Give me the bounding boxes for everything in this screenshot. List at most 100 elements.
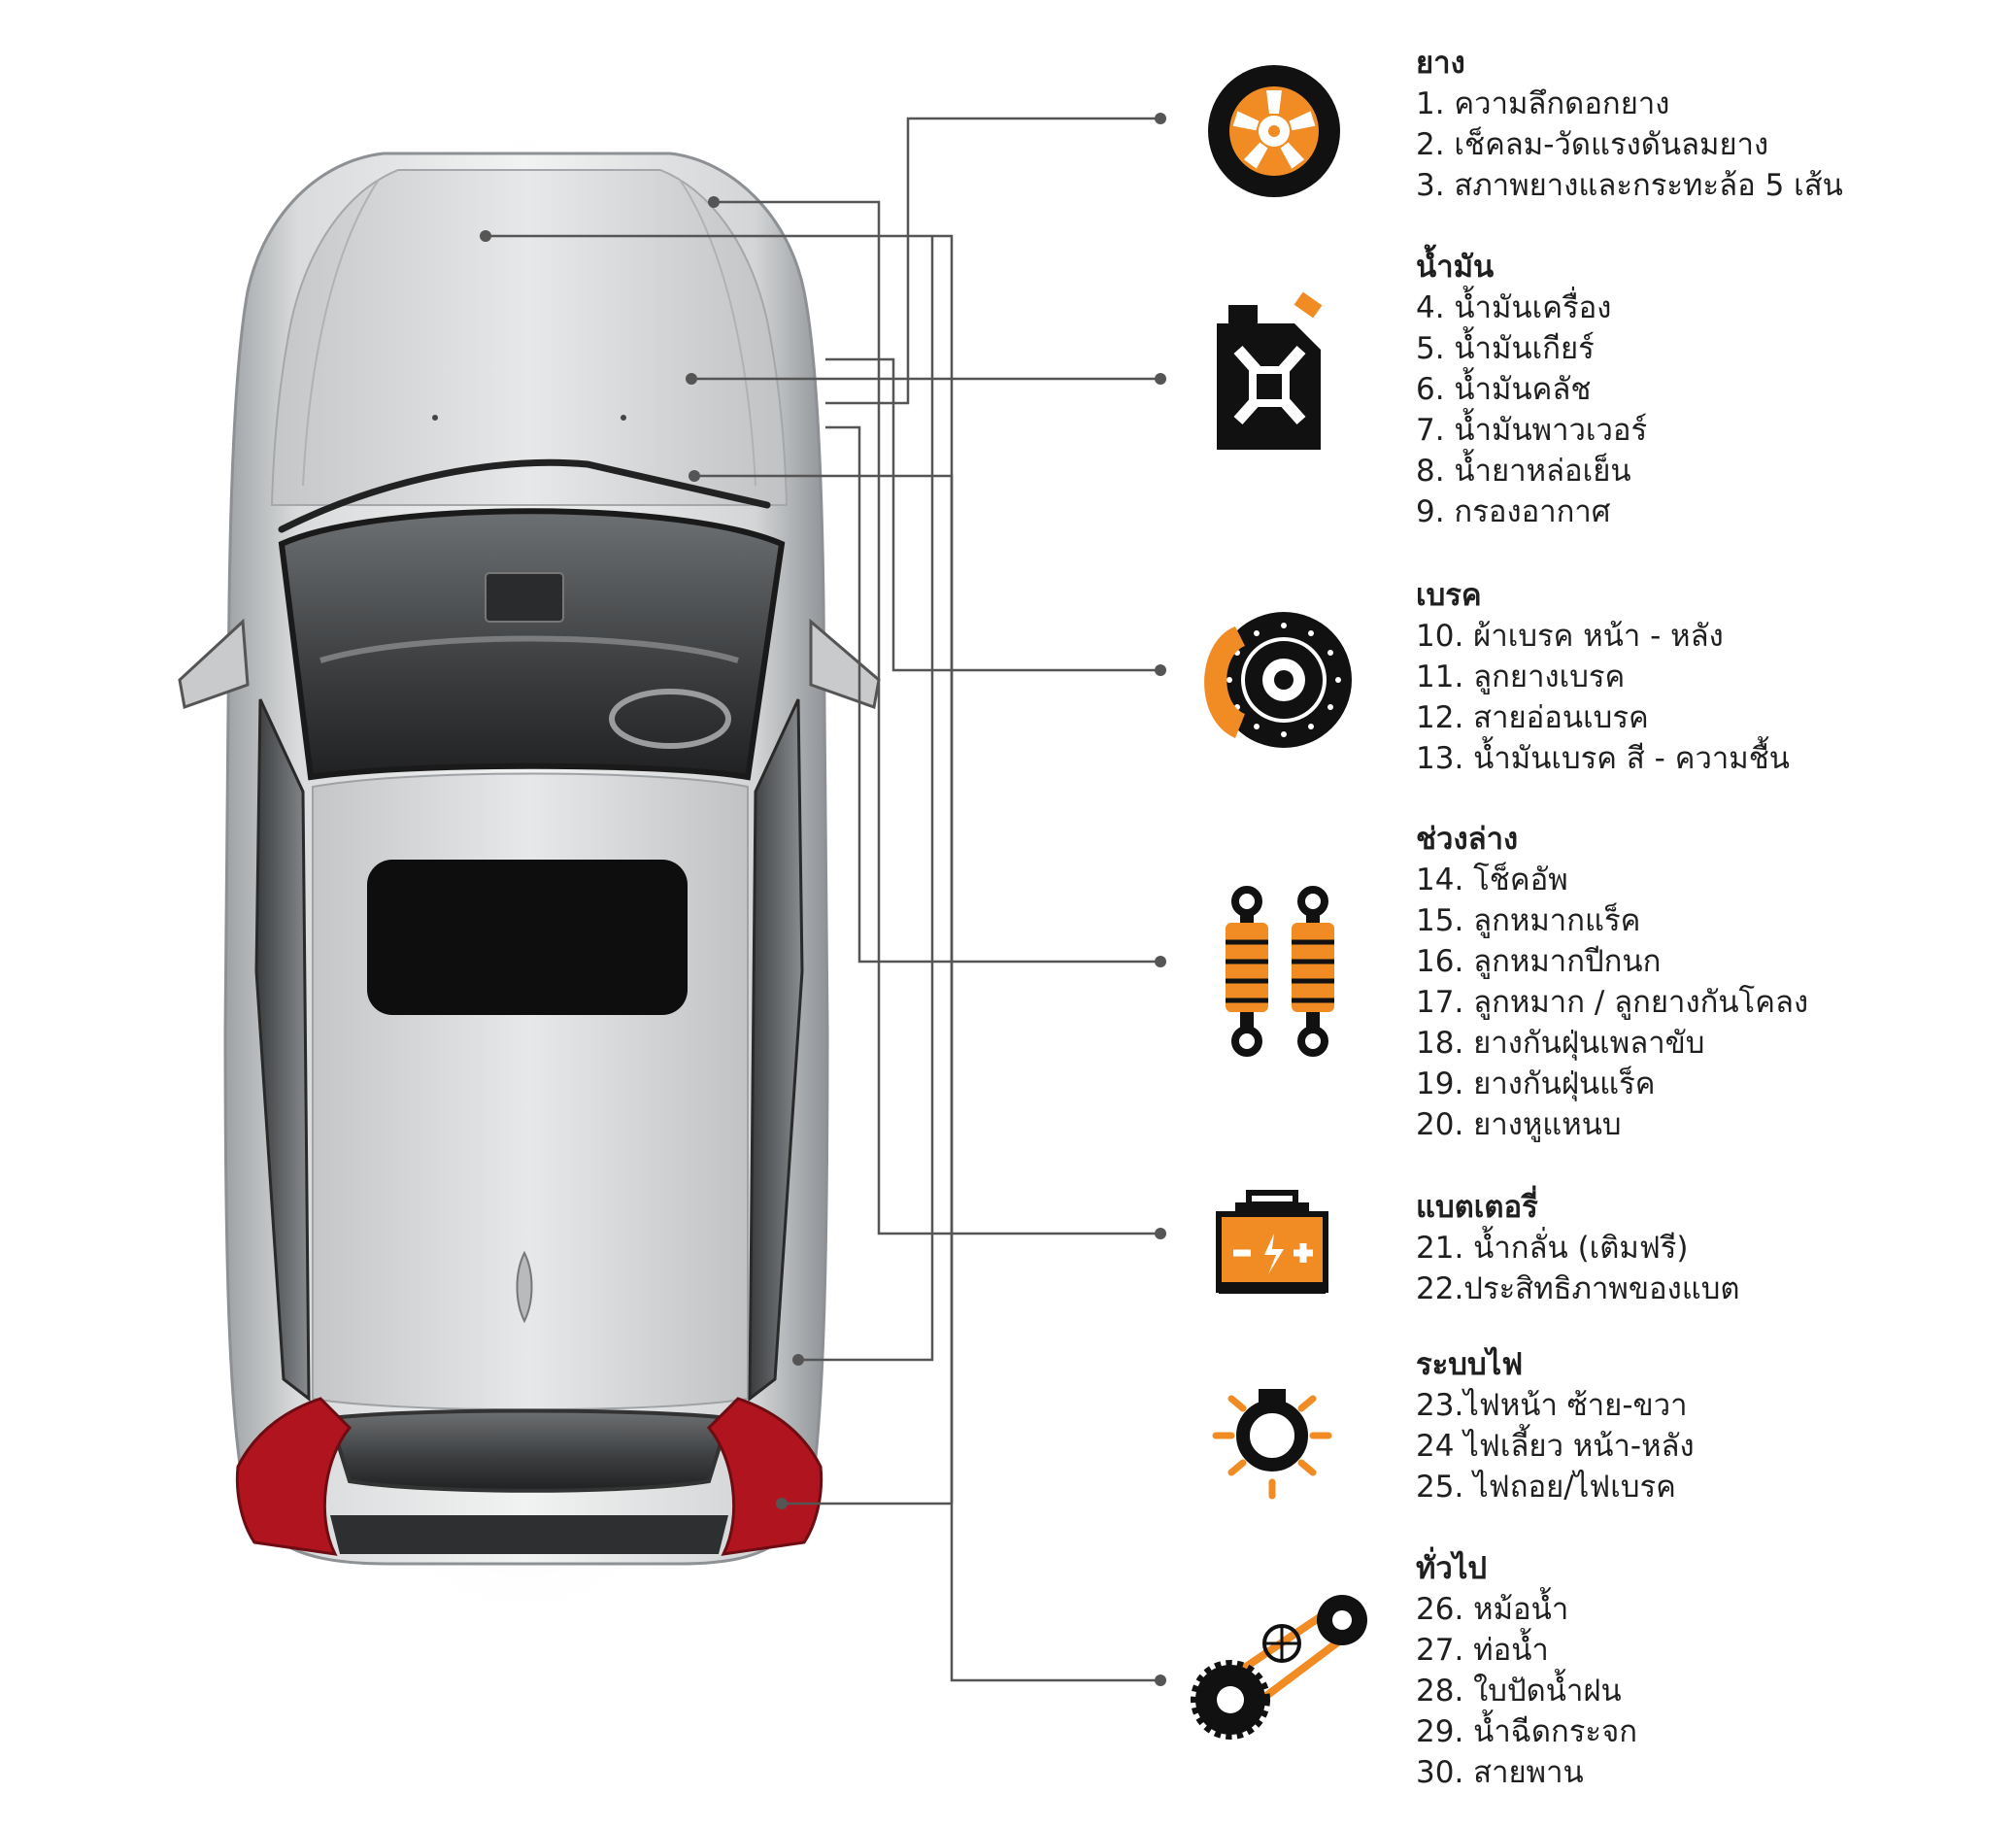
leader-dot-oil — [1155, 373, 1166, 385]
list-item: 26. หม้อน้ำ — [1416, 1592, 1569, 1627]
category-title-electrical: ระบบไฟ — [1416, 1347, 1524, 1382]
car-top-view — [178, 117, 881, 1632]
leader-line-general-side — [798, 236, 934, 1362]
car-hood — [270, 169, 789, 506]
category-list-battery: 21. น้ำกลั่น (เติมฟรี) 22.ประสิทธิภาพของ… — [1416, 1228, 2008, 1309]
leader-dots — [480, 113, 1166, 1686]
car-point-hood — [480, 230, 491, 242]
leader-line-general-hood — [486, 234, 1160, 1682]
category-oil: น้ำมัน 4. น้ำมันเครื่อง 5. น้ำมันเกียร์ … — [1416, 247, 2008, 532]
list-item: 15. ลูกหมากแร็ค — [1416, 903, 1641, 938]
list-item: 20. ยางหูแหนบ — [1416, 1107, 1622, 1142]
category-list-general: 26. หม้อน้ำ 27. ท่อน้ำ 28. ใบปัดน้ำฝน 29… — [1416, 1589, 2008, 1793]
category-title-battery: แบตเตอรี่ — [1416, 1190, 1538, 1225]
category-electrical: ระบบไฟ 23.ไฟหน้า ซ้าย-ขวา 24 ไฟเลี้ยว หน… — [1416, 1344, 2008, 1507]
steering-wheel — [609, 689, 731, 749]
category-title-brakes: เบรค — [1416, 578, 1482, 613]
rear-bumper — [330, 1515, 728, 1554]
list-item: 22.ประสิทธิภาพของแบต — [1416, 1271, 1740, 1306]
tail-light-right — [706, 1397, 823, 1556]
mirror-left — [178, 618, 250, 710]
hood-crease-right — [679, 179, 756, 487]
mirror-right — [809, 618, 881, 710]
light-bulb-icon — [1212, 1389, 1332, 1500]
category-brakes: เบรค 10. ผ้าเบรค หน้า - หลัง 11. ลูกยางเ… — [1416, 575, 2008, 779]
list-item: 16. ลูกหมากปีกนก — [1416, 944, 1662, 979]
leader-dot-battery — [1155, 1228, 1166, 1239]
car-point-wiper — [689, 470, 700, 482]
list-item: 29. น้ำฉีดกระจก — [1416, 1714, 1638, 1749]
category-tires: ยาง 1. ความลึกดอกยาง 2. เช็คลม-วัดแรงดัน… — [1416, 43, 2008, 206]
leader-dot-general — [1155, 1675, 1166, 1686]
hood-crease-left — [302, 179, 380, 487]
list-item: 24 ไฟเลี้ยว หน้า-หลัง — [1416, 1429, 1695, 1464]
leader-line-battery — [714, 200, 1160, 1235]
list-item: 27. ท่อน้ำ — [1416, 1633, 1549, 1668]
battery-icon — [1216, 1190, 1328, 1294]
list-item: 5. น้ำมันเกียร์ — [1416, 331, 1595, 366]
leader-line-tires — [825, 117, 1160, 405]
category-title-oil: น้ำมัน — [1416, 250, 1495, 285]
leader-line-brakes — [825, 357, 1160, 672]
category-suspension: ช่วงล่าง 14. โช็คอัพ 15. ลูกหมากแร็ค 16.… — [1416, 819, 2008, 1145]
category-battery: แบตเตอรี่ 21. น้ำกลั่น (เติมฟรี) 22.ประส… — [1416, 1187, 2008, 1309]
shock-absorber-icon — [1226, 886, 1334, 1057]
sunroof — [367, 860, 688, 1015]
list-item: 28. ใบปัดน้ำฝน — [1416, 1674, 1622, 1709]
list-item: 6. น้ำมันคลัช — [1416, 372, 1592, 407]
leader-dot-tires — [1155, 113, 1166, 124]
list-item: 21. น้ำกลั่น (เติมฟรี) — [1416, 1231, 1689, 1266]
car-point-front-wheel — [708, 196, 720, 208]
side-window-left — [254, 698, 311, 1403]
list-item: 4. น้ำมันเครื่อง — [1416, 290, 1612, 325]
list-item: 23.ไฟหน้า ซ้าย-ขวา — [1416, 1388, 1688, 1423]
category-title-general: ทั่วไป — [1416, 1551, 1488, 1586]
list-item: 25. ไฟถอย/ไฟเบรค — [1416, 1470, 1676, 1505]
category-general: ทั่วไป 26. หม้อน้ำ 27. ท่อน้ำ 28. ใบปัดน… — [1416, 1548, 2008, 1793]
belt-pulley-icon — [1191, 1595, 1367, 1740]
category-title-suspension: ช่วงล่าง — [1416, 822, 1519, 857]
list-item: 9. กรองอากาศ — [1416, 494, 1611, 529]
list-item: 17. ลูกหมาก / ลูกยางกันโคลง — [1416, 985, 1809, 1020]
list-item: 11. ลูกยางเบรค — [1416, 660, 1626, 694]
washer-nozzle-right — [621, 415, 626, 421]
list-item: 2. เช็คลม-วัดแรงดันลมยาง — [1416, 127, 1769, 162]
tire-icon — [1208, 65, 1340, 197]
leader-lines — [486, 117, 1160, 1682]
list-item: 12. สายอ่อนเบรค — [1416, 700, 1649, 735]
list-item: 18. ยางกันฝุ่นเพลาขับ — [1416, 1026, 1705, 1061]
washer-nozzle-left — [432, 415, 438, 421]
car-point-engine — [686, 373, 697, 385]
leader-line-suspension — [825, 425, 1160, 964]
list-item: 14. โช็คอัพ — [1416, 863, 1568, 897]
category-list-brakes: 10. ผ้าเบรค หน้า - หลัง 11. ลูกยางเบรค 1… — [1416, 616, 2008, 779]
list-item: 7. น้ำมันพาวเวอร์ — [1416, 413, 1648, 448]
category-list-suspension: 14. โช็คอัพ 15. ลูกหมากแร็ค 16. ลูกหมากป… — [1416, 860, 2008, 1145]
dashboard — [319, 635, 739, 663]
list-item: 19. ยางกันฝุ่นแร็ค — [1416, 1066, 1656, 1101]
rear-window — [327, 1408, 731, 1493]
tail-light-left — [235, 1397, 353, 1556]
category-list-oil: 4. น้ำมันเครื่อง 5. น้ำมันเกียร์ 6. น้ำม… — [1416, 288, 2008, 532]
wiper-blades — [278, 458, 771, 533]
leader-dot-suspension — [1155, 956, 1166, 967]
jerry-can-icon — [1217, 291, 1323, 450]
car-point-side — [792, 1354, 804, 1366]
windshield — [278, 508, 786, 781]
list-item: 13. น้ำมันเบรค สี - ความชื้น — [1416, 741, 1790, 776]
category-title-tires: ยาง — [1416, 46, 1465, 81]
dashboard-screen — [485, 572, 564, 623]
brake-disc-icon — [1204, 612, 1352, 748]
shark-fin-antenna — [516, 1250, 533, 1324]
car-point-tail-light — [776, 1498, 788, 1509]
category-list-electrical: 23.ไฟหน้า ซ้าย-ขวา 24 ไฟเลี้ยว หน้า-หลัง… — [1416, 1385, 2008, 1507]
category-list-tires: 1. ความลึกดอกยาง 2. เช็คลม-วัดแรงดันลมยา… — [1416, 84, 2008, 206]
list-item: 8. น้ำยาหล่อเย็น — [1416, 454, 1631, 489]
side-window-right — [748, 698, 804, 1403]
list-item: 3. สภาพยางและกระทะล้อ 5 เส้น — [1416, 168, 1843, 203]
list-item: 1. ความลึกดอกยาง — [1416, 86, 1670, 121]
list-item: 30. สายพาน — [1416, 1755, 1584, 1790]
leader-dot-brakes — [1155, 664, 1166, 676]
list-item: 10. ผ้าเบรค หน้า - หลัง — [1416, 619, 1724, 654]
